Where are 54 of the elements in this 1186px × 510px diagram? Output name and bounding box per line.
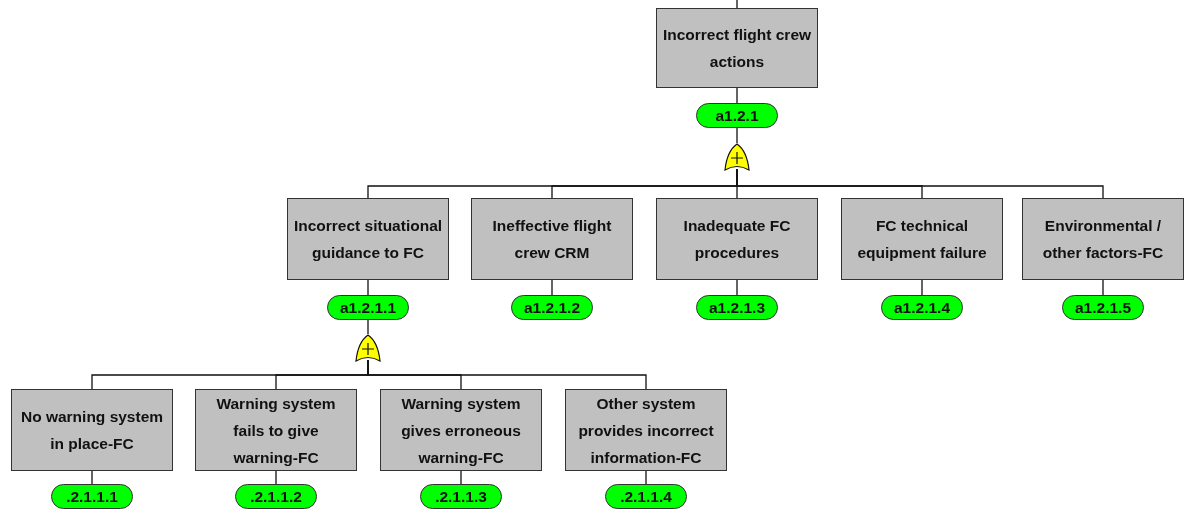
event-code-tag <box>1062 295 1144 320</box>
connector-line <box>921 279 923 296</box>
event-code-tag <box>511 295 593 320</box>
event-code: a1.2.1.1 <box>340 297 396 318</box>
event-code-tag <box>881 295 963 320</box>
event-box <box>380 389 542 471</box>
event-code: .2.1.1.3 <box>435 486 487 507</box>
event-label: Ineffective flight crew CRM <box>491 216 613 263</box>
event-code: a1.2.1 <box>715 105 759 126</box>
event-label: Other system provides incorrect information-FC <box>577 393 715 468</box>
event-code: a1.2.1.3 <box>709 297 765 318</box>
connector-line <box>551 279 553 296</box>
connector-line <box>1102 279 1104 296</box>
event-box <box>1022 198 1184 280</box>
connector-line <box>91 470 93 485</box>
event-box <box>656 8 818 88</box>
event-box <box>656 198 818 280</box>
event-box <box>11 389 173 471</box>
event-box <box>565 389 727 471</box>
event-code: a1.2.1.4 <box>894 297 950 318</box>
event-box <box>841 198 1003 280</box>
event-box <box>195 389 357 471</box>
connector-line <box>460 470 462 485</box>
connector-line <box>367 359 647 390</box>
connector-line <box>736 127 738 144</box>
event-label: Inadequate FC procedures <box>682 216 792 263</box>
connector-line <box>367 319 369 335</box>
connector-line <box>736 87 738 104</box>
event-label: No warning system in place-FC <box>19 407 165 454</box>
event-label: Warning system gives erroneous warning-FC <box>400 393 522 468</box>
event-code: .2.1.1.4 <box>620 486 672 507</box>
event-code-tag <box>605 484 687 509</box>
event-code: a1.2.1.5 <box>1075 297 1131 318</box>
event-box <box>471 198 633 280</box>
event-code-tag <box>696 295 778 320</box>
event-code: .2.1.1.1 <box>66 486 118 507</box>
event-label: Incorrect situational guidance to FC <box>292 216 444 263</box>
event-label: Incorrect flight crew actions <box>661 25 813 72</box>
connector-line <box>367 279 369 296</box>
event-box <box>287 198 449 280</box>
event-code-tag <box>235 484 317 509</box>
event-code-tag <box>420 484 502 509</box>
event-code-tag <box>51 484 133 509</box>
event-code-tag <box>327 295 409 320</box>
event-code: .2.1.1.2 <box>250 486 302 507</box>
event-label: Warning system fails to give warning-FC <box>215 393 337 468</box>
event-code: a1.2.1.2 <box>524 297 580 318</box>
event-label: FC technical equipment failure <box>856 216 988 263</box>
event-label: Environmental / other factors-FC <box>1041 216 1165 263</box>
connector-line <box>275 470 277 485</box>
event-code-tag <box>696 103 778 128</box>
connector-line <box>736 279 738 296</box>
connector-line <box>645 470 647 485</box>
connector-line <box>736 0 738 9</box>
